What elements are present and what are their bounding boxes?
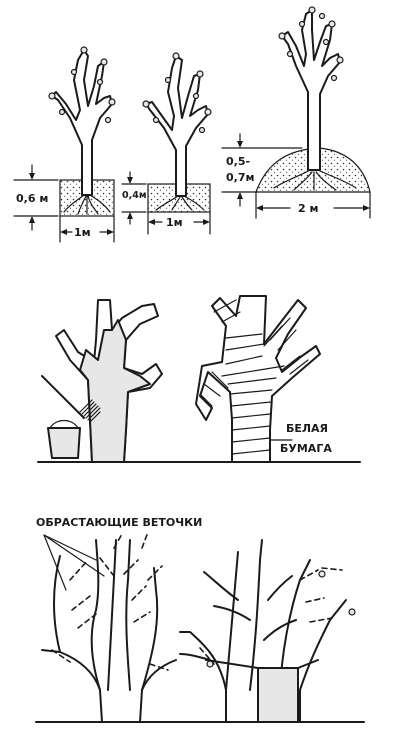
tree-pit-06: 0,6 м 1м (13, 46, 116, 243)
paper-label-line2: БУМАГА (280, 442, 332, 455)
bucket-handle (49, 419, 79, 429)
buds (142, 52, 212, 134)
pruning-panel: ОБРАСТАЮЩИЕ ВЕТОЧКИ (35, 516, 365, 723)
whitewashed-tree (41, 299, 163, 463)
wire-ties (205, 659, 319, 669)
protected-trunk-band (257, 667, 299, 723)
paper-wrap-stripes (199, 299, 309, 455)
growth-twigs-dashed (51, 531, 169, 671)
buds (48, 46, 116, 124)
depth-label-c-line2: 0,7м (226, 171, 254, 184)
width-label-c: 2 м (298, 202, 318, 215)
caption-pointer (43, 534, 97, 561)
roots (155, 195, 205, 211)
depth-label-b: 0,4м (122, 190, 147, 201)
tree-mound: 0,5- 0,7м 2 м (221, 6, 371, 219)
growth-twigs-dashed (199, 567, 343, 665)
tree-after-pruning (179, 539, 356, 723)
depth-label-c-line1: 0,5- (226, 155, 250, 168)
growth-twigs-caption: ОБРАСТАЮЩИЕ ВЕТОЧКИ (36, 516, 202, 529)
width-label-b: 1м (166, 216, 183, 229)
buds (206, 570, 356, 668)
depth-label-a: 0,6 м (16, 192, 48, 205)
whitewash-coat (79, 319, 151, 463)
trunk-protection-panel: БЕЛАЯ БУМАГА (37, 295, 361, 463)
roots (273, 169, 357, 191)
whitewash-bucket (47, 427, 81, 459)
paper-label-line1: БЕЛАЯ (286, 422, 328, 435)
brush-handle (41, 375, 85, 419)
brush-bristles (79, 399, 101, 423)
tree-before-pruning (41, 531, 177, 723)
planting-panel: 0,6 м 1м 0,4м (13, 6, 371, 243)
width-label-a: 1м (74, 226, 91, 239)
buds (278, 6, 344, 82)
paper-wrapped-tree: БЕЛАЯ БУМАГА (195, 295, 332, 463)
tree-pit-04: 0,4м 1м (121, 52, 212, 235)
roots (63, 194, 111, 215)
